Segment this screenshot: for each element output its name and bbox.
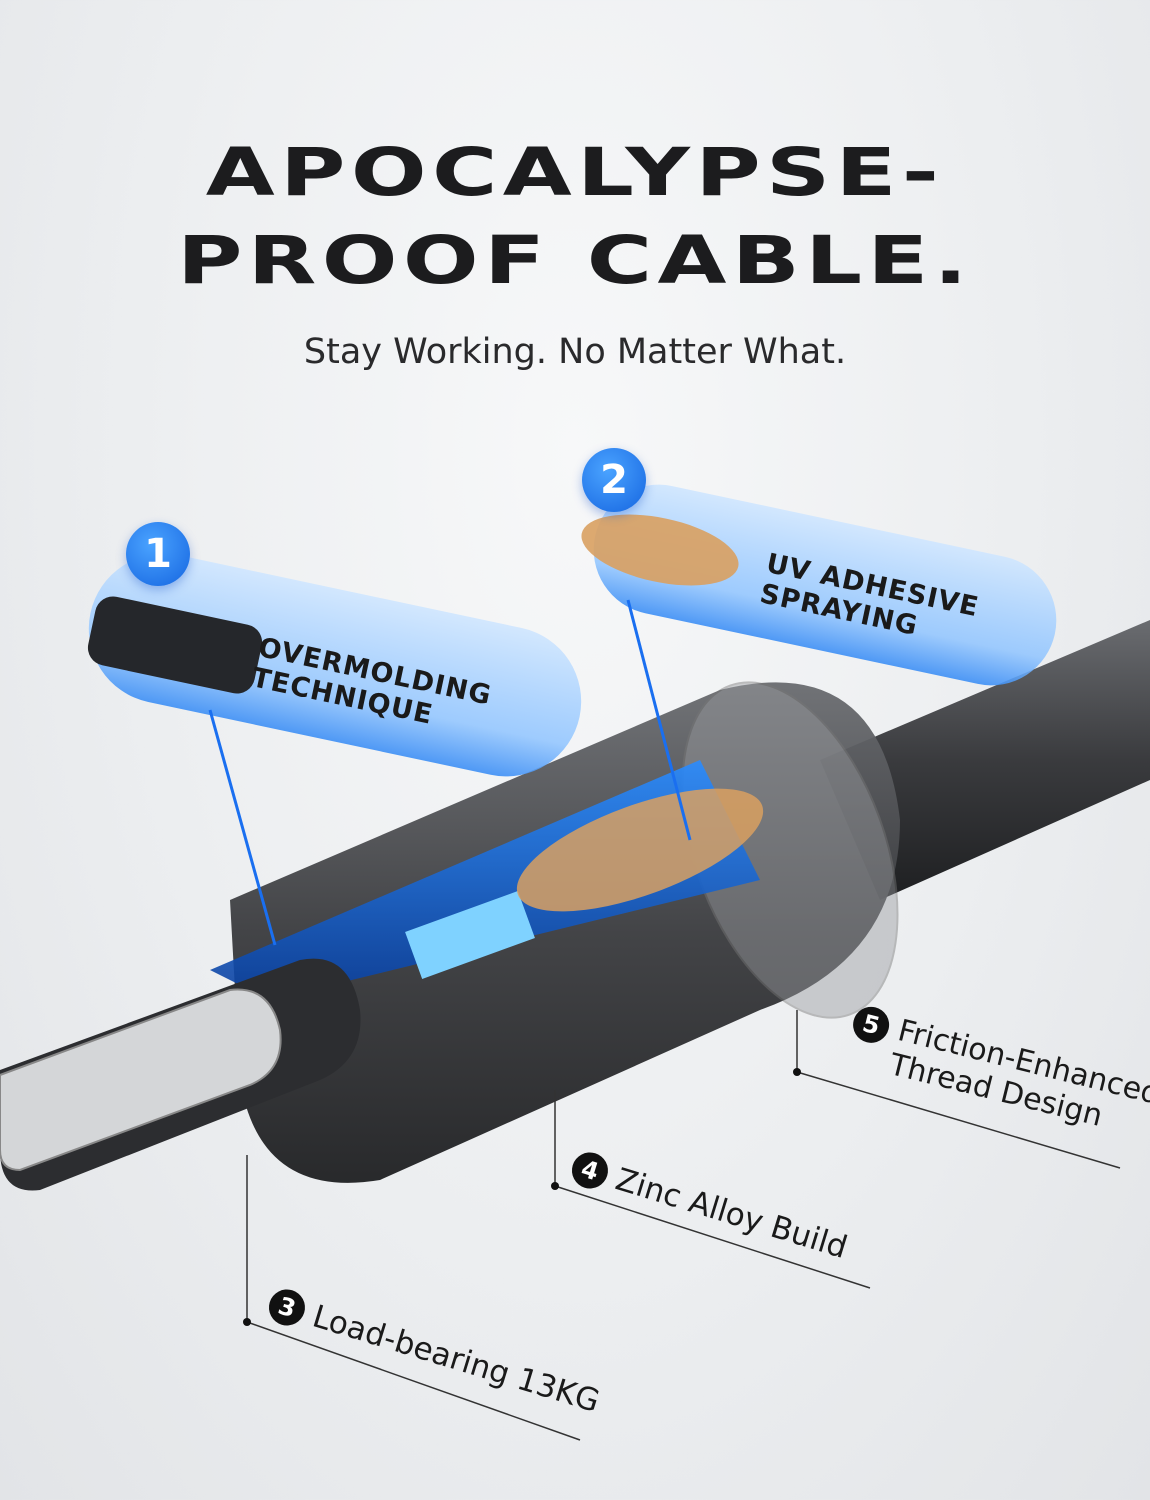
callout-1-badge: 1: [126, 522, 190, 586]
headline-line-1: APOCALYPSE-: [205, 134, 945, 211]
callout-1-leader: [208, 709, 277, 946]
callout-2-badge: 2: [582, 448, 646, 512]
wires: [516, 788, 764, 912]
feature-5-underline: [796, 1071, 1121, 1169]
cable-cord: [820, 620, 1150, 900]
subtitle: Stay Working. No Matter What.: [303, 332, 847, 372]
headline-line-2: PROOF CABLE.: [177, 222, 973, 299]
usb-c-tip: [0, 988, 282, 1172]
overmold-connector-thumb: [87, 596, 263, 694]
chip: [405, 890, 535, 980]
feature-4-underline: [554, 1185, 871, 1289]
callout-2-leader: [626, 599, 692, 841]
callout-1-bubble: [88, 553, 582, 777]
feature-5-number: 5: [849, 1003, 893, 1047]
feature-3-underline: [246, 1321, 581, 1441]
wire-bundle-thumb: [581, 514, 739, 586]
